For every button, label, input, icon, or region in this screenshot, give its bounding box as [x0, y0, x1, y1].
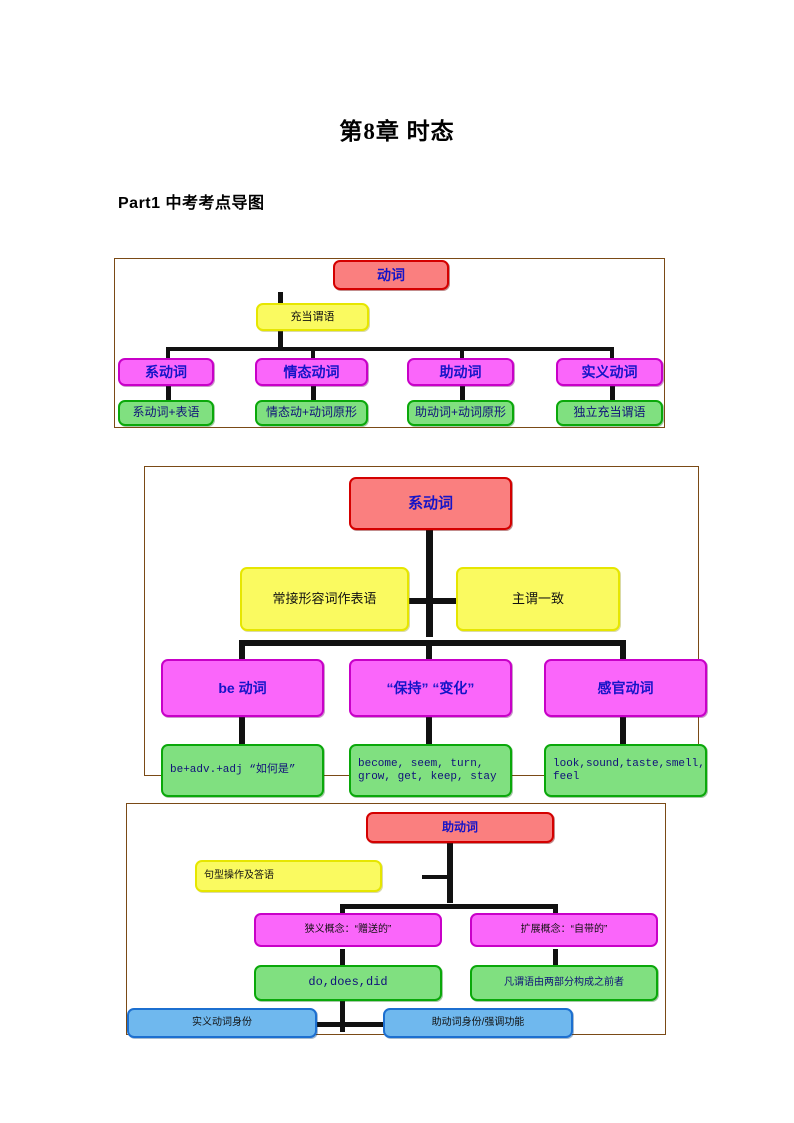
connector3-note-horizontal	[422, 875, 450, 879]
node-branch-notional-verb[interactable]: 实义动词	[556, 358, 663, 386]
connector-detail-2-drop	[311, 385, 316, 401]
node-detail-modal-verb-label: 情态动+动词原形	[265, 405, 357, 420]
node2-branch-be-verb-label: be 动词	[218, 679, 267, 696]
node-branch-notional-verb-label: 实义动词	[581, 363, 638, 380]
connector2-detail-3-drop	[620, 717, 626, 745]
node2-detail-be-verb-label: be+adv.+adj “如何是”	[170, 764, 296, 777]
node3-footnote-auxiliary-identity[interactable]: 助动词身份/强调功能	[383, 1008, 573, 1038]
node2-root-linking-verb-label: 系动词	[407, 494, 453, 512]
connector2-branch-3-drop	[620, 640, 626, 662]
node2-branch-sense-verb[interactable]: 感官动词	[544, 659, 707, 717]
node2-note-subject-verb-agreement[interactable]: 主谓一致	[456, 567, 620, 631]
connector2-branch-2-drop	[426, 640, 432, 662]
node3-footnote-notional-identity[interactable]: 实义动词身份	[127, 1008, 317, 1038]
node2-branch-be-verb[interactable]: be 动词	[161, 659, 324, 717]
connector3-branch-2-drop	[553, 904, 558, 914]
node-detail-auxiliary-verb[interactable]: 助动词+动词原形	[407, 400, 514, 426]
node2-detail-sense-verb[interactable]: look,sound,taste,smell, feel	[544, 744, 707, 797]
node2-detail-keep-change-label: become, seem, turn, grow, get, keep, sta…	[358, 757, 497, 783]
connector-branch-3-drop	[460, 347, 464, 359]
node-root-verb-label: 动词	[377, 266, 405, 283]
connector-branch-2-drop	[311, 347, 315, 359]
node2-detail-keep-change[interactable]: become, seem, turn, grow, get, keep, sta…	[349, 744, 512, 797]
node2-root-linking-verb[interactable]: 系动词	[349, 477, 512, 530]
node3-branch-narrow-concept[interactable]: 狭义概念：“赠送的”	[254, 913, 442, 947]
connector2-branch-bus	[239, 640, 626, 646]
node2-detail-be-verb[interactable]: be+adv.+adj “如何是”	[161, 744, 324, 797]
connector2-detail-2-drop	[426, 717, 432, 745]
connector2-notes-horizontal	[399, 598, 461, 604]
connector-detail-3-drop	[460, 385, 465, 401]
section-heading-part1: Part1 中考考点导图	[118, 195, 265, 212]
node-note-predicate[interactable]: 充当谓语	[256, 303, 369, 331]
node2-branch-keep-change[interactable]: “保持” “变化”	[349, 659, 512, 717]
node2-branch-keep-change-label: “保持” “变化”	[386, 679, 475, 696]
node-detail-auxiliary-verb-label: 助动词+动词原形	[414, 405, 506, 420]
node3-detail-two-part-predicate-label: 凡谓语由两部分构成之前者	[504, 977, 624, 989]
node-detail-notional-verb[interactable]: 独立充当谓语	[556, 400, 663, 426]
node3-footnote-auxiliary-identity-label: 助动词身份/强调功能	[431, 1017, 525, 1029]
node-branch-modal-verb-label: 情态动词	[283, 363, 340, 380]
node3-detail-do-does-did-label: do,does,did	[308, 975, 388, 990]
connector3-detail-2-drop	[553, 949, 558, 966]
node-branch-linking-verb-label: 系动词	[145, 363, 187, 380]
diagram-linking-verb: 系动词 常接形容词作表语 主谓一致 be 动词 “保持” “变化” 感官动词 b…	[144, 466, 707, 797]
node-detail-linking-verb-label: 系动词+表语	[132, 405, 200, 420]
connector2-branch-1-drop	[239, 640, 245, 662]
node-branch-auxiliary-verb[interactable]: 助动词	[407, 358, 514, 386]
node2-branch-sense-verb-label: 感官动词	[597, 679, 654, 696]
connector-branch-1-drop	[166, 347, 170, 359]
connector3-footnote-bus	[312, 1022, 396, 1027]
page-title: 第8章 时态	[339, 119, 455, 144]
diagram-verb-classification: 动词 充当谓语 系动词 情态动词 助动词 实义动词 系动词+表语 情态动+动词原…	[114, 258, 665, 428]
node3-branch-extended-concept-label: 扩展概念：“自带的”	[520, 924, 608, 936]
connector-detail-1-drop	[166, 385, 171, 401]
connector2-root-vertical	[426, 527, 433, 637]
node-detail-modal-verb[interactable]: 情态动+动词原形	[255, 400, 368, 426]
node3-root-auxiliary-verb[interactable]: 助动词	[366, 812, 554, 843]
node3-detail-two-part-predicate[interactable]: 凡谓语由两部分构成之前者	[470, 965, 658, 1001]
connector3-branch-bus	[340, 904, 558, 909]
node-note-predicate-label: 充当谓语	[290, 310, 335, 323]
connector3-branch-1-drop	[340, 904, 345, 914]
connector-branch-4-drop	[610, 347, 614, 359]
node2-detail-sense-verb-label: look,sound,taste,smell, feel	[553, 757, 705, 783]
node2-note-adjective-predicative[interactable]: 常接形容词作表语	[240, 567, 409, 631]
node-branch-linking-verb[interactable]: 系动词	[118, 358, 214, 386]
node-detail-linking-verb[interactable]: 系动词+表语	[118, 400, 214, 426]
connector3-footnote-drop	[340, 1000, 345, 1032]
node2-note-subject-verb-agreement-label: 主谓一致	[511, 590, 564, 606]
node3-footnote-notional-identity-label: 实义动词身份	[192, 1017, 252, 1029]
node3-branch-extended-concept[interactable]: 扩展概念：“自带的”	[470, 913, 658, 947]
connector-detail-4-drop	[610, 385, 615, 401]
connector3-detail-1-drop	[340, 949, 345, 966]
node3-root-auxiliary-verb-label: 助动词	[441, 819, 478, 834]
node-branch-auxiliary-verb-label: 助动词	[439, 363, 482, 380]
node2-note-adjective-predicative-label: 常接形容词作表语	[272, 590, 377, 606]
diagram-auxiliary-verb: 助动词 句型操作及答语 狭义概念：“赠送的” 扩展概念：“自带的” do,doe…	[126, 803, 666, 1038]
connector2-detail-1-drop	[239, 717, 245, 745]
node3-branch-narrow-concept-label: 狭义概念：“赠送的”	[304, 924, 392, 936]
node-detail-notional-verb-label: 独立充当谓语	[573, 405, 646, 420]
node3-detail-do-does-did[interactable]: do,does,did	[254, 965, 442, 1001]
connector3-root-vertical	[447, 841, 453, 903]
connector-branch-bus	[166, 347, 614, 351]
node3-note-sentence-patterns[interactable]: 句型操作及答语	[195, 860, 382, 892]
node-root-verb[interactable]: 动词	[333, 260, 449, 290]
node3-note-sentence-patterns-label: 句型操作及答语	[204, 870, 274, 882]
node-branch-modal-verb[interactable]: 情态动词	[255, 358, 368, 386]
